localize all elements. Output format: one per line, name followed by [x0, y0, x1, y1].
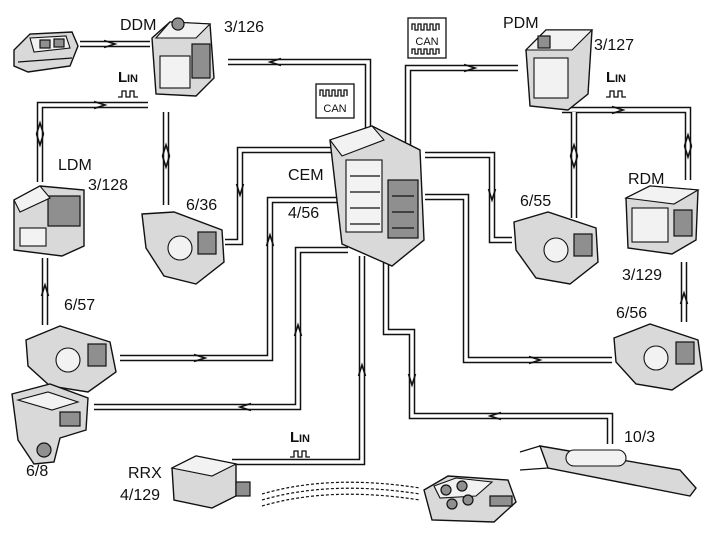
label-rdm: RDM [628, 171, 664, 188]
lin-symbol-ddm: L IN [118, 69, 138, 98]
label-lock-lr: 6/57 [64, 297, 95, 314]
cem-module [329, 125, 425, 267]
pdm-module [524, 29, 594, 111]
rdm-module [624, 185, 700, 255]
label-ddm-code: 3/126 [224, 19, 264, 36]
label-cem: CEM [288, 167, 324, 184]
remote-key-fob [423, 475, 517, 523]
label-pdm-code: 3/127 [594, 37, 634, 54]
label-lock-rr: 6/56 [616, 305, 647, 322]
lin-l: L [118, 69, 127, 86]
lin-symbol-pdm: L IN [606, 69, 626, 98]
label-ldm: LDM [58, 157, 92, 174]
lin-l: L [290, 429, 299, 446]
rrx-receiver [170, 455, 251, 509]
label-cem-code: 4/56 [288, 205, 319, 222]
label-rrx-code: 4/129 [120, 487, 160, 504]
lin-symbol-rrx: L IN [290, 429, 310, 458]
can-symbol-left: CAN [315, 83, 355, 119]
label-ddm: DDM [120, 17, 156, 34]
lock-6-56 [613, 323, 703, 391]
label-rrx: RRX [128, 465, 162, 482]
can-label-right: CAN [415, 36, 438, 48]
label-tailgate: 6/8 [26, 463, 48, 480]
tailgate-lock-6-8 [11, 383, 89, 465]
lin-in: IN [615, 73, 626, 85]
ddm-module [151, 17, 215, 97]
component-labels: DDM 3/126 PDM 3/127 LDM 3/128 RDM 3/129 … [26, 15, 664, 504]
can-label-left: CAN [323, 103, 346, 115]
lock-6-36 [141, 211, 225, 285]
label-handle: 10/3 [624, 429, 655, 446]
lin-in: IN [127, 73, 138, 85]
door-handle-10-3 [519, 445, 697, 497]
label-rdm-code: 3/129 [622, 267, 662, 284]
can-symbol-right: CAN [407, 17, 447, 59]
lin-in: IN [299, 433, 310, 445]
ldm-module [13, 185, 85, 257]
label-lock-rf: 6/55 [520, 193, 551, 210]
wireless-signal [261, 481, 421, 507]
lock-6-57 [25, 325, 117, 393]
label-pdm: PDM [503, 15, 539, 32]
label-lock-lf: 6/36 [186, 197, 217, 214]
label-ldm-code: 3/128 [88, 177, 128, 194]
ddm-switch-panel [13, 31, 79, 73]
lin-l: L [606, 69, 615, 86]
lock-6-55 [513, 211, 599, 285]
